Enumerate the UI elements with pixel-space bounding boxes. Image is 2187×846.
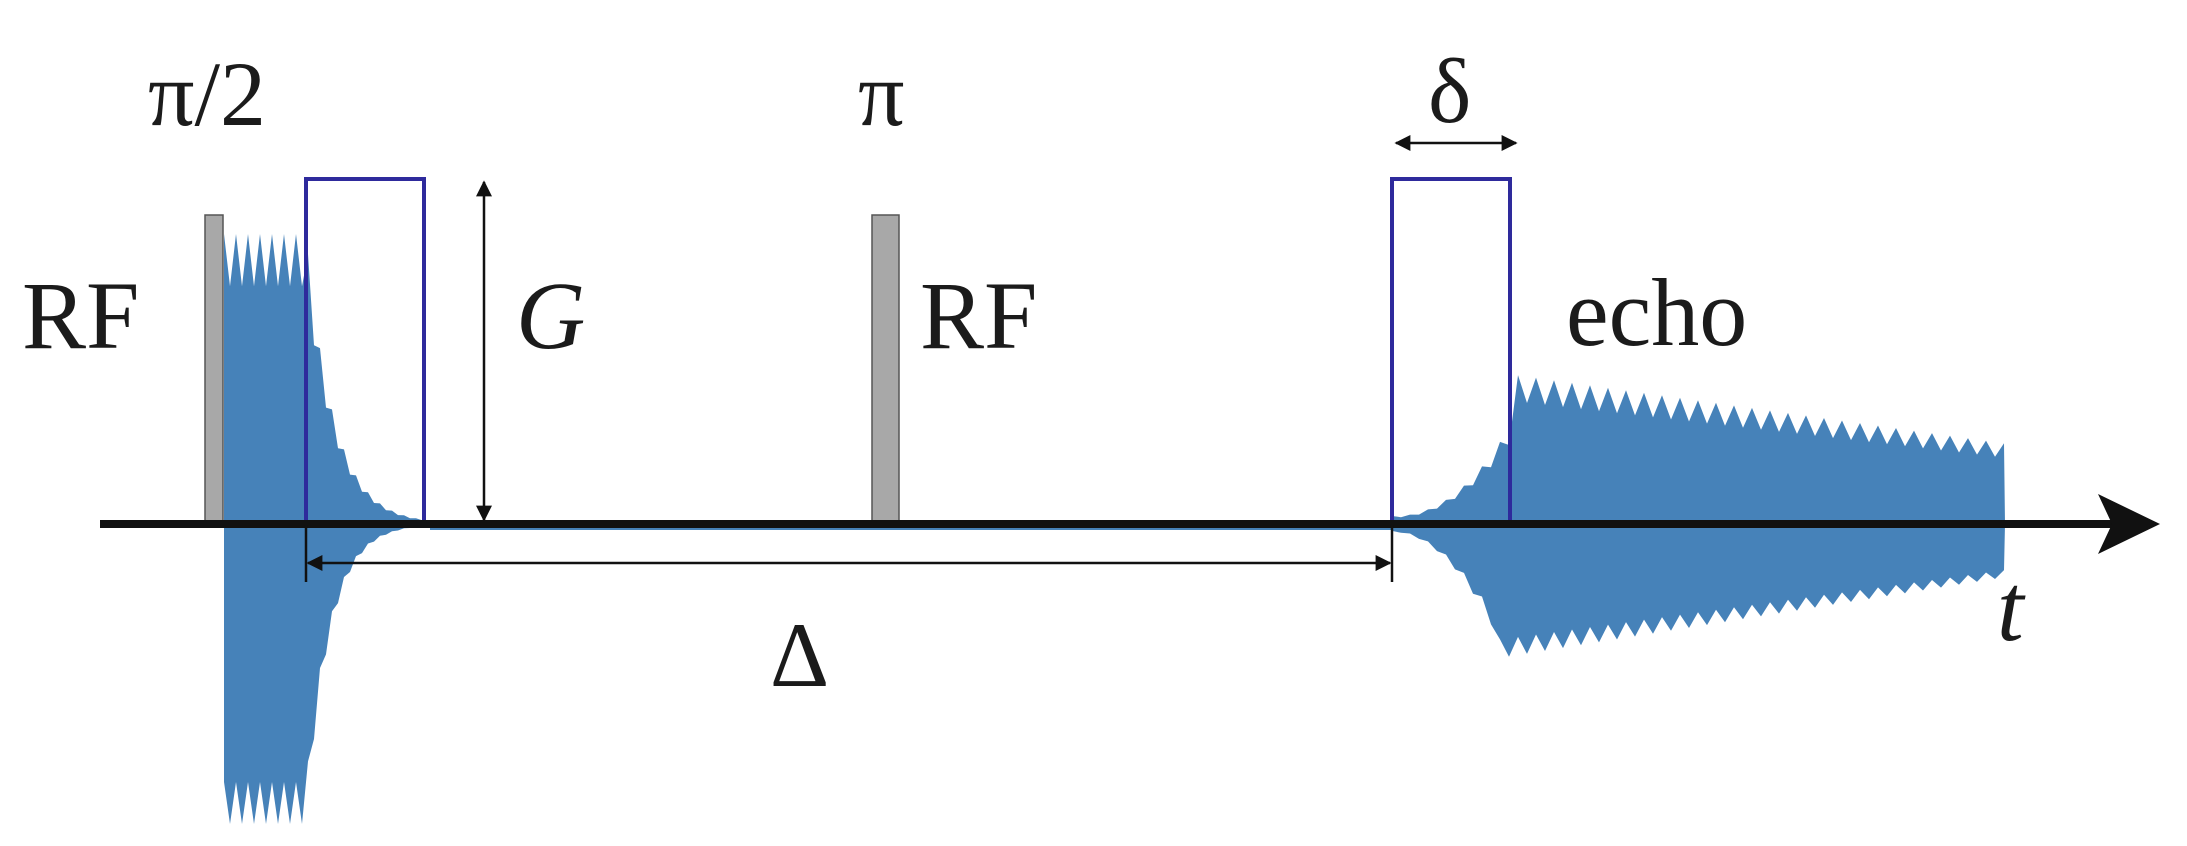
label-pi: π — [858, 43, 904, 145]
label-gradient: G — [516, 262, 585, 369]
time-axis-arrowhead — [2098, 494, 2160, 554]
label-delta-big: Δ — [770, 604, 829, 706]
echo-signal — [1392, 375, 2005, 657]
rf-pulse-pi-half — [204, 214, 224, 524]
label-rf-left: RF — [22, 262, 139, 369]
rf-pulse-pi — [871, 214, 900, 524]
label-time: t — [1997, 554, 2026, 661]
fid-signal — [224, 234, 440, 824]
label-echo: echo — [1566, 259, 1747, 366]
label-rf-mid: RF — [920, 262, 1037, 369]
label-pi-half: π/2 — [148, 43, 266, 145]
label-delta-small: δ — [1428, 40, 1471, 142]
